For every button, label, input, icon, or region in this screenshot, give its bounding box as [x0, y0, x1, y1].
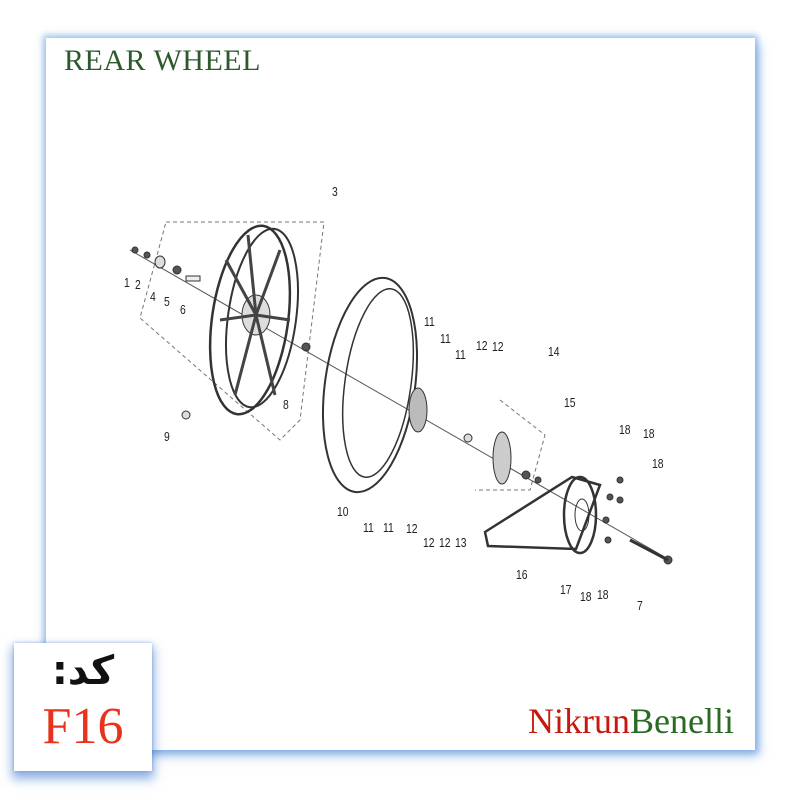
brand-part1: Nikrun	[528, 701, 631, 741]
callout-6: 6	[180, 302, 186, 317]
callout-12: 12	[423, 535, 435, 550]
callout-3: 3	[332, 184, 338, 199]
code-label: کد:	[51, 648, 115, 694]
callout-12: 12	[439, 535, 451, 550]
callout-2: 2	[135, 277, 141, 292]
callout-7: 7	[637, 598, 643, 613]
callout-15: 15	[564, 395, 576, 410]
callout-5: 5	[164, 294, 170, 309]
brand-logo: NikrunBenelli	[528, 700, 734, 742]
callout-18: 18	[619, 422, 631, 437]
callout-18: 18	[643, 426, 655, 441]
callout-8: 8	[283, 397, 289, 412]
callout-16: 16	[516, 567, 528, 582]
callout-11: 11	[455, 347, 466, 362]
page-title: REAR WHEEL	[64, 44, 261, 77]
chain	[483, 475, 602, 551]
callout-12: 12	[406, 521, 418, 536]
code-value: F16	[42, 698, 124, 755]
callout-11: 11	[424, 314, 435, 329]
rim	[208, 224, 299, 416]
callout-11: 11	[440, 331, 451, 346]
cush-drive	[408, 387, 428, 433]
callout-9: 9	[164, 429, 170, 444]
callout-10: 10	[337, 504, 349, 519]
small-parts	[131, 246, 673, 565]
brand-part2: Benelli	[630, 701, 734, 741]
diagram-card	[46, 38, 755, 750]
callout-14: 14	[548, 344, 560, 359]
axis-line	[129, 249, 671, 561]
assembly-3-dashed-box	[139, 221, 546, 491]
code-box: کد: F16	[14, 643, 152, 771]
callout-11: 11	[363, 520, 374, 535]
callout-18: 18	[597, 587, 609, 602]
callout-1: 1	[124, 275, 130, 290]
callout-11: 11	[383, 520, 394, 535]
callout-17: 17	[560, 582, 572, 597]
callout-12: 12	[492, 339, 504, 354]
sprocket-carrier	[492, 431, 512, 485]
callout-4: 4	[150, 289, 156, 304]
callout-18: 18	[652, 456, 664, 471]
callout-18: 18	[580, 589, 592, 604]
callout-13: 13	[455, 535, 467, 550]
callout-12: 12	[476, 338, 488, 353]
axle-7	[629, 538, 669, 562]
tire	[321, 276, 419, 494]
